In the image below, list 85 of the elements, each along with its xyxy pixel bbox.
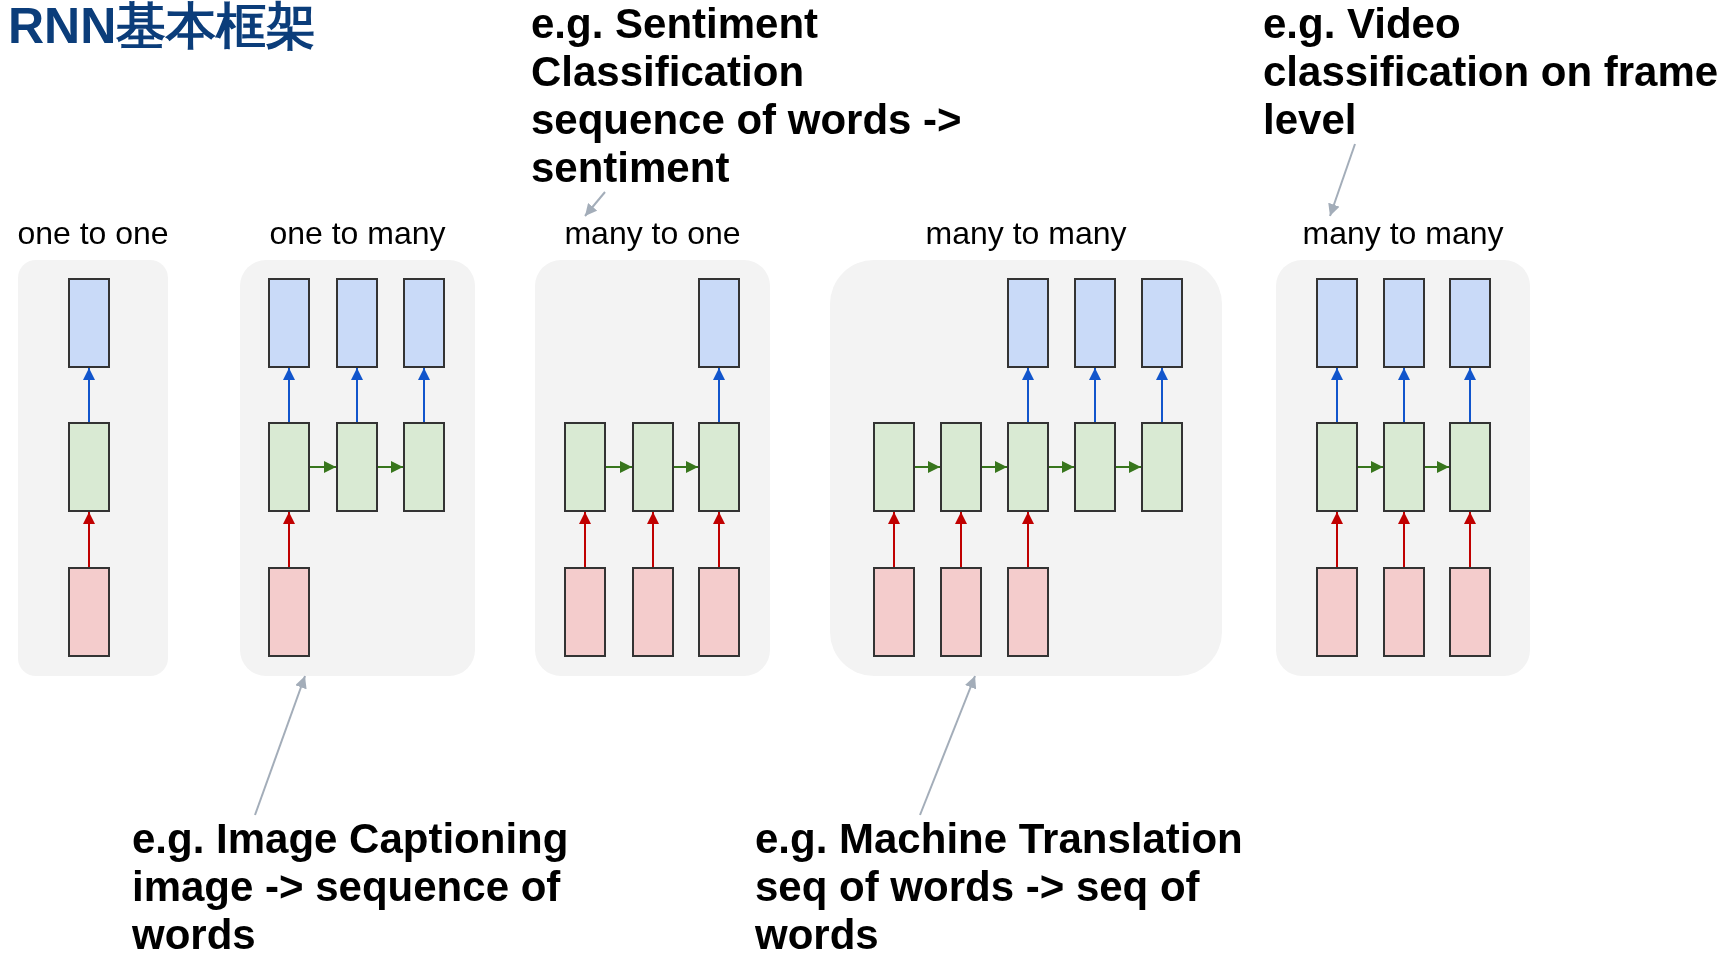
input-box	[873, 567, 915, 657]
hidden-state-box	[1141, 422, 1183, 512]
output-box	[1074, 278, 1116, 368]
arrow	[418, 367, 430, 423]
output-box	[1449, 278, 1491, 368]
hidden-state-box	[336, 422, 378, 512]
arrow	[1398, 367, 1410, 423]
annotation-text: seq of words -> seq of words	[755, 863, 1201, 959]
output-box	[1007, 278, 1049, 368]
title: RNN基本框架	[8, 0, 317, 56]
panel-heading: many to many	[1302, 216, 1504, 250]
hidden-state-box	[268, 422, 310, 512]
arrow	[955, 511, 967, 568]
panel-heading: many to one	[564, 216, 741, 250]
hidden-state-box	[698, 422, 740, 512]
arrow	[713, 511, 725, 568]
arrow	[1331, 367, 1343, 423]
annotation-text: e.g. Video classification on frame level	[1263, 0, 1720, 144]
hidden-state-box	[940, 422, 982, 512]
leader-arrow	[584, 191, 606, 217]
input-box	[68, 567, 110, 657]
arrow	[1424, 461, 1450, 473]
leader-arrow	[1328, 143, 1356, 217]
arrow	[1331, 511, 1343, 568]
hidden-state-box	[1383, 422, 1425, 512]
annotation-text: e.g. Machine Translation	[755, 815, 1244, 863]
arrow	[1464, 511, 1476, 568]
arrow	[83, 511, 95, 568]
arrow	[713, 367, 725, 423]
arrow	[1357, 461, 1384, 473]
hidden-state-box	[873, 422, 915, 512]
hidden-state-box	[1007, 422, 1049, 512]
arrow	[914, 461, 941, 473]
output-box	[698, 278, 740, 368]
annotation-text: e.g. Image Captioning	[132, 815, 570, 863]
arrow	[283, 511, 295, 568]
arrow	[888, 511, 900, 568]
arrow	[83, 367, 95, 423]
output-box	[1316, 278, 1358, 368]
hidden-state-box	[632, 422, 674, 512]
input-box	[1007, 567, 1049, 657]
arrow	[377, 461, 404, 473]
arrow	[1022, 511, 1034, 568]
output-box	[1141, 278, 1183, 368]
output-box	[336, 278, 378, 368]
input-box	[940, 567, 982, 657]
arrow	[673, 461, 699, 473]
hidden-state-box	[1316, 422, 1358, 512]
output-box	[403, 278, 445, 368]
output-box	[268, 278, 310, 368]
input-box	[632, 567, 674, 657]
leader-arrow	[919, 675, 977, 816]
arrow	[981, 461, 1008, 473]
annotation-text: sequence of words -> sentiment	[531, 96, 963, 192]
hidden-state-box	[564, 422, 606, 512]
arrow	[1115, 461, 1142, 473]
arrow	[1156, 367, 1168, 423]
arrow	[1398, 511, 1410, 568]
panel-heading: one to one	[17, 216, 169, 250]
panel-heading: one to many	[269, 216, 446, 250]
input-box	[698, 567, 740, 657]
input-box	[268, 567, 310, 657]
input-box	[1449, 567, 1491, 657]
arrow	[351, 367, 363, 423]
arrow	[1464, 367, 1476, 423]
arrow	[283, 367, 295, 423]
input-box	[1383, 567, 1425, 657]
output-box	[68, 278, 110, 368]
hidden-state-box	[1074, 422, 1116, 512]
panel-heading: many to many	[925, 216, 1127, 250]
hidden-state-box	[1449, 422, 1491, 512]
arrow	[309, 461, 337, 473]
input-box	[1316, 567, 1358, 657]
arrow	[647, 511, 659, 568]
input-box	[564, 567, 606, 657]
leader-arrow	[254, 675, 307, 816]
hidden-state-box	[403, 422, 445, 512]
output-box	[1383, 278, 1425, 368]
arrow	[579, 511, 591, 568]
annotation-text: image -> sequence of words	[132, 863, 562, 959]
hidden-state-box	[68, 422, 110, 512]
arrow	[605, 461, 633, 473]
arrow	[1048, 461, 1075, 473]
arrow	[1089, 367, 1101, 423]
arrow	[1022, 367, 1034, 423]
